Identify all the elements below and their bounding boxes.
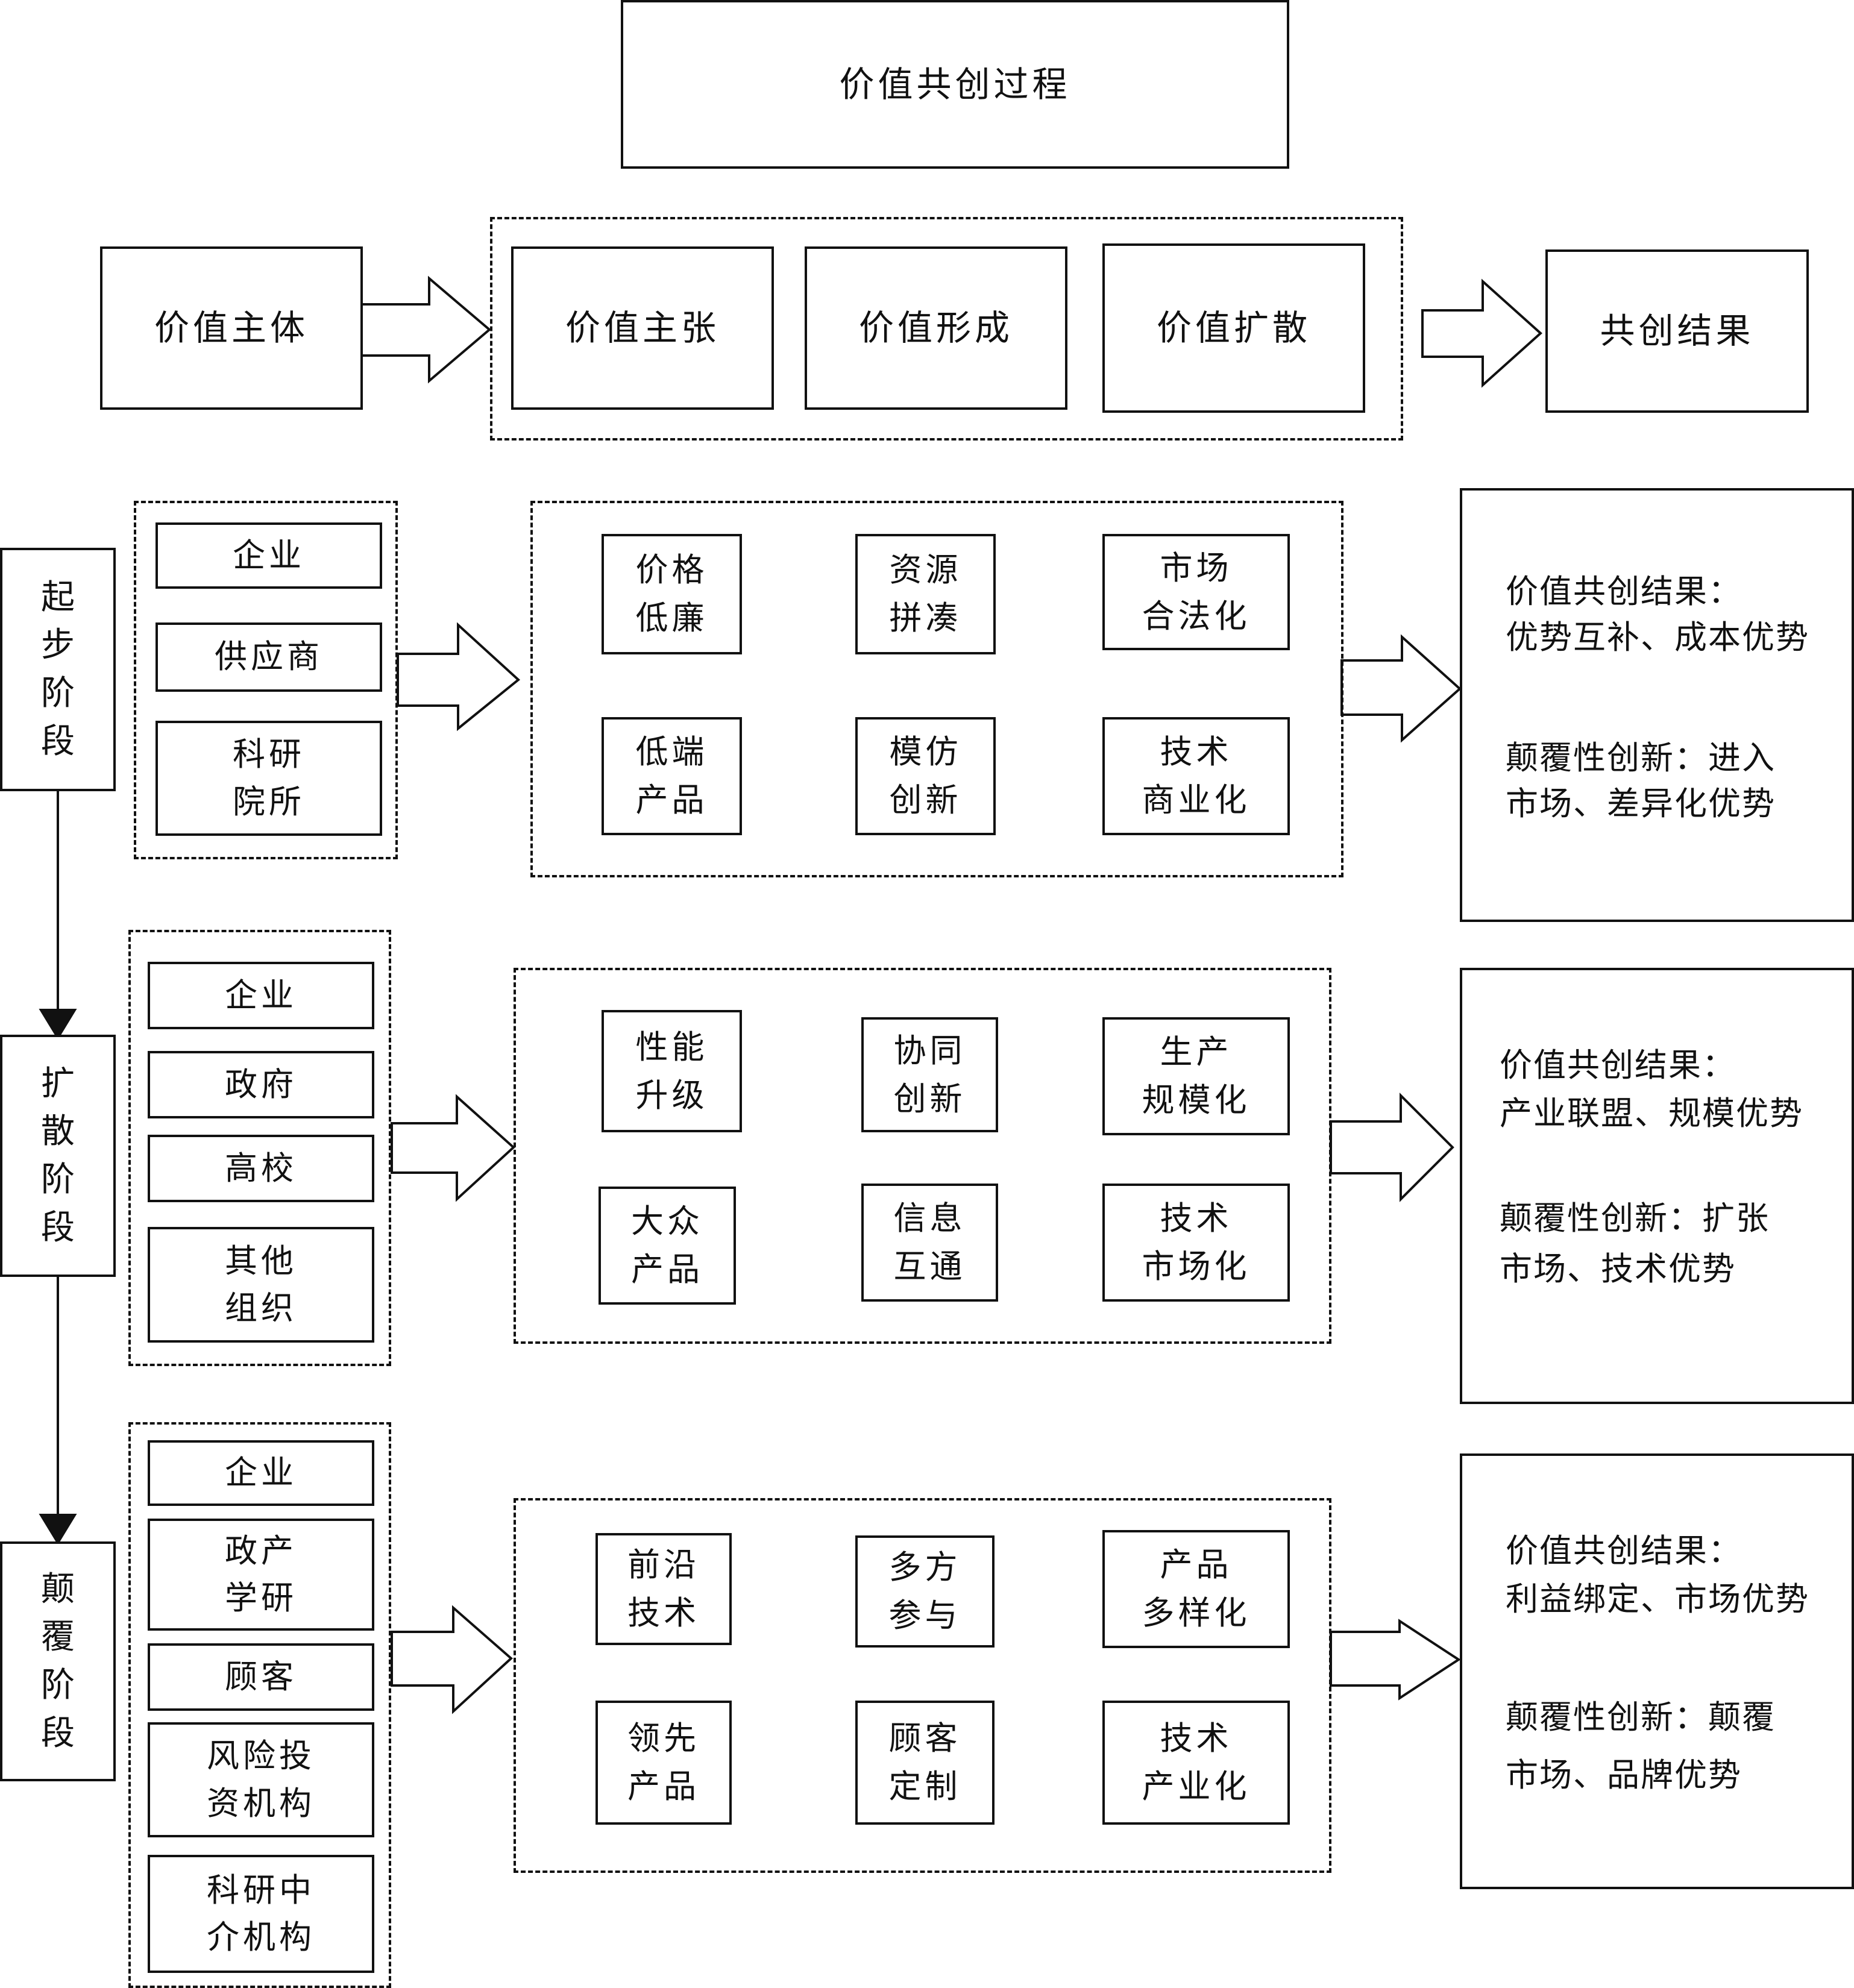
actors-group-expansion <box>128 930 391 1366</box>
actor-government: 政府 <box>148 1051 374 1118</box>
actor-research-institute: 科研院所 <box>156 721 382 836</box>
block-arrow-actors-to-mechanisms-3 <box>391 1605 513 1714</box>
result-box-startup: 价值共创结果： 优势互补、成本优势 颠覆性创新：进入 市场、差异化优势 <box>1460 488 1854 922</box>
actor-other-organizations: 其他组织 <box>148 1227 374 1343</box>
result-line: 市场、技术优势 <box>1500 1250 1736 1288</box>
mechanisms-group-disruption <box>514 1498 1331 1873</box>
actors-group-startup <box>134 501 398 859</box>
actor-enterprise: 企业 <box>148 962 374 1029</box>
mechanism-production-scaling: 生产规模化 <box>1102 1017 1290 1135</box>
mechanism-product-diversification: 产品多样化 <box>1102 1530 1290 1648</box>
result-line: 价值共创结果： <box>1506 572 1742 610</box>
mechanism-tech-commercialization: 技术商业化 <box>1102 717 1290 835</box>
actors-group-disruption <box>128 1422 391 1988</box>
result-line: 价值共创结果： <box>1500 1046 1736 1084</box>
result-line: 利益绑定、市场优势 <box>1506 1580 1809 1618</box>
stage-label-disruption: 颠覆阶段 <box>0 1541 116 1781</box>
mechanism-mass-product: 大众产品 <box>599 1187 736 1305</box>
mechanism-imitative-innovation: 模仿创新 <box>855 717 996 835</box>
mechanism-resource-bricolage: 资源拼凑 <box>855 534 996 654</box>
actor-supplier: 供应商 <box>156 622 382 692</box>
result-box-expansion: 价值共创结果： 产业联盟、规模优势 颠覆性创新：扩张 市场、技术优势 <box>1460 968 1854 1404</box>
actor-customer: 顾客 <box>148 1643 374 1711</box>
actor-university: 高校 <box>148 1135 374 1202</box>
result-line: 市场、差异化优势 <box>1506 785 1776 823</box>
stage-label-expansion: 扩散阶段 <box>0 1035 116 1277</box>
mechanism-tech-marketization: 技术市场化 <box>1102 1184 1290 1302</box>
mechanism-market-legitimation: 市场合法化 <box>1102 534 1290 650</box>
mechanism-customer-customization: 顾客定制 <box>855 1701 995 1825</box>
result-line: 颠覆性创新：颠覆 <box>1506 1698 1776 1736</box>
block-arrow-actors-to-mechanisms-1 <box>397 622 521 732</box>
result-line: 颠覆性创新：扩张 <box>1500 1199 1770 1237</box>
mechanism-multi-party-participation: 多方参与 <box>855 1535 995 1648</box>
stage-arrowhead-2 <box>39 1514 77 1545</box>
mechanism-tech-industrialization: 技术产业化 <box>1102 1701 1290 1825</box>
result-line: 价值共创结果： <box>1506 1532 1742 1570</box>
result-line: 优势互补、成本优势 <box>1506 618 1809 656</box>
mechanism-frontier-technology: 前沿技术 <box>595 1533 732 1645</box>
result-line: 颠覆性创新：进入 <box>1506 739 1776 777</box>
result-line: 市场、品牌优势 <box>1506 1756 1742 1794</box>
diagram-title: 价值共创过程 <box>621 0 1289 169</box>
actor-government-industry-academia-research: 政产学研 <box>148 1519 374 1631</box>
actor-enterprise: 企业 <box>148 1440 374 1506</box>
mechanism-low-price: 价格低廉 <box>602 534 742 654</box>
value-proposition-box: 价值主张 <box>511 246 774 410</box>
block-arrow-steps-to-result <box>1421 278 1542 388</box>
process-steps-group <box>490 217 1403 441</box>
cocreation-result-box: 共创结果 <box>1545 249 1809 413</box>
block-arrow-subject-to-steps <box>360 275 492 384</box>
mechanisms-group-startup <box>530 501 1343 877</box>
mechanisms-group-expansion <box>514 968 1331 1344</box>
mechanism-information-exchange: 信息互通 <box>861 1184 998 1302</box>
actor-research-intermediary: 科研中介机构 <box>148 1855 374 1973</box>
mechanism-low-end-product: 低端产品 <box>602 717 742 835</box>
result-line: 产业联盟、规模优势 <box>1500 1094 1803 1132</box>
value-subject-box: 价值主体 <box>100 246 363 410</box>
stage-label-startup: 起步阶段 <box>0 548 116 791</box>
mechanism-performance-upgrade: 性能升级 <box>602 1010 742 1132</box>
mechanism-collaborative-innovation: 协同创新 <box>861 1017 998 1132</box>
mechanism-leading-product: 领先产品 <box>595 1701 732 1825</box>
stage-arrowhead-1 <box>39 1009 77 1040</box>
block-arrow-mechanisms-to-result-3 <box>1330 1619 1461 1701</box>
block-arrow-mechanisms-to-result-2 <box>1330 1093 1454 1202</box>
value-formation-box: 价值形成 <box>805 246 1067 410</box>
actor-enterprise: 企业 <box>156 522 382 589</box>
value-diffusion-box: 价值扩散 <box>1102 243 1365 413</box>
actor-venture-capital: 风险投资机构 <box>148 1722 374 1837</box>
block-arrow-mechanisms-to-result-1 <box>1340 634 1462 743</box>
result-box-disruption: 价值共创结果： 利益绑定、市场优势 颠覆性创新：颠覆 市场、品牌优势 <box>1460 1453 1854 1889</box>
block-arrow-actors-to-mechanisms-2 <box>391 1094 515 1202</box>
